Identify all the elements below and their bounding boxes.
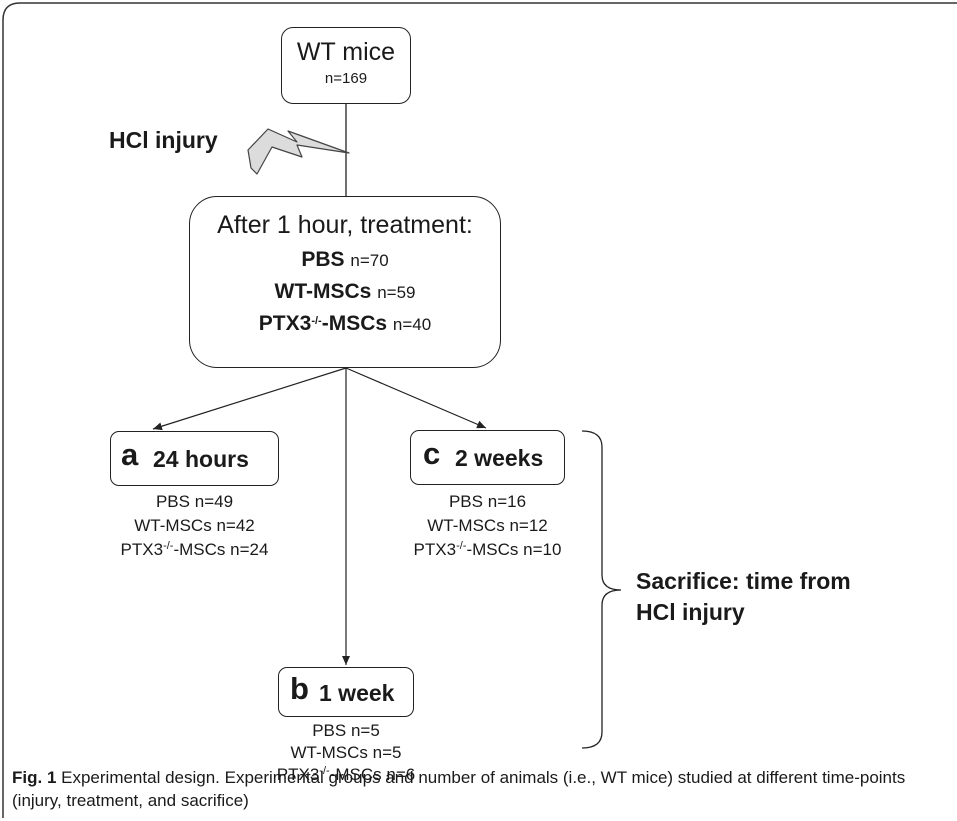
lightning-icon	[247, 128, 350, 175]
node-wt-mice: WT mice n=169	[281, 27, 411, 104]
sacrifice-label-line1: Sacrifice: time from	[636, 568, 851, 594]
treatment-heading: After 1 hour, treatment:	[217, 211, 473, 239]
list-item: WT-MSCs n=5	[290, 743, 402, 762]
timepoint-letter: a	[121, 437, 139, 472]
caption-text: Experimental design. Experimental groups…	[12, 768, 906, 810]
arrow-to-2-weeks	[345, 367, 487, 429]
list-1-week: PBS n=5 WT-MSCs n=5 PTX3-/--MSCs n=6	[256, 720, 436, 786]
arrow-to-24-hours	[152, 367, 347, 431]
list-item: WT-MSCs n=12	[427, 516, 548, 535]
group-count: n=40	[392, 315, 432, 334]
node-wt-mice-title: WT mice	[296, 38, 396, 66]
node-1-week: b 1 week	[278, 667, 414, 717]
group-count: n=59	[377, 283, 416, 302]
timepoint-label: 1 week	[319, 680, 395, 706]
treatment-group-ptx3-mscs: PTX3-/--MSCs n=40	[190, 312, 500, 336]
group-name: PBS	[301, 248, 345, 271]
list-item: PBS n=16	[448, 492, 527, 511]
node-wt-mice-count: n=169	[324, 70, 368, 87]
group-name: WT-MSCs	[274, 280, 372, 303]
figure-caption: Fig. 1 Experimental design. Experimental…	[12, 766, 947, 812]
list-item: WT-MSCs n=42	[134, 516, 255, 535]
treatment-group-pbs: PBS n=70	[190, 248, 500, 272]
sacrifice-label: Sacrifice: time from HCl injury	[636, 566, 851, 628]
list-2-weeks: PBS n=16 WT-MSCs n=12 PTX3-/--MSCs n=10	[390, 490, 585, 562]
timepoint-letter: c	[423, 436, 441, 471]
sacrifice-label-line2: HCl injury	[636, 599, 745, 625]
timepoint-letter: b	[290, 671, 309, 706]
list-24-hours: PBS n=49 WT-MSCs n=42 PTX3-/--MSCs n=24	[110, 490, 279, 562]
node-2-weeks: c 2 weeks	[410, 430, 565, 485]
group-name: PTX3-/--MSCs	[258, 312, 388, 335]
node-24-hours: a 24 hours	[110, 431, 279, 486]
list-item: PBS n=49	[155, 492, 234, 511]
list-item: PTX3-/--MSCs n=24	[120, 540, 269, 559]
list-item: PBS n=5	[312, 721, 380, 740]
hcl-injury-label: HCl injury	[109, 127, 218, 153]
node-treatment: After 1 hour, treatment: PBS n=70 WT-MSC…	[189, 196, 501, 368]
caption-label: Fig. 1	[12, 768, 57, 787]
timepoint-label: 24 hours	[153, 446, 249, 472]
treatment-group-wt-mscs: WT-MSCs n=59	[190, 280, 500, 304]
sacrifice-brace	[581, 430, 622, 749]
list-item: PTX3-/--MSCs n=10	[413, 540, 562, 559]
list-item: PTX3-/--MSCs n=6	[276, 765, 416, 784]
timepoint-label: 2 weeks	[455, 445, 544, 471]
group-count: n=70	[350, 251, 389, 270]
